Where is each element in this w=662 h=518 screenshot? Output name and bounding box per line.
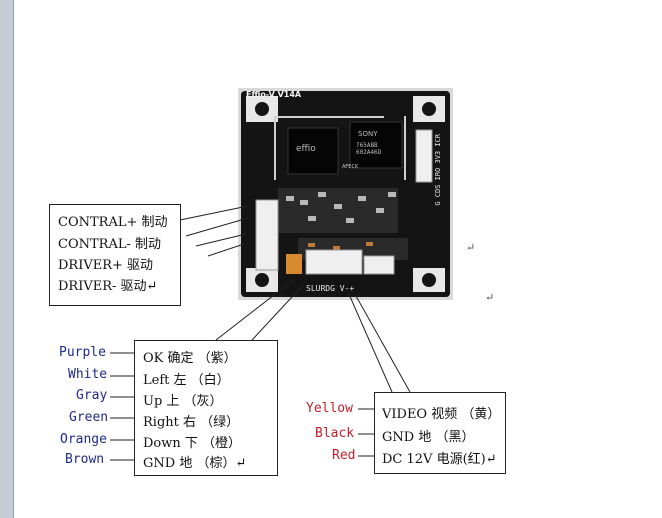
box-line: Up 上 （灰） <box>143 394 223 409</box>
motor-control-box <box>49 204 181 306</box>
board-bottom-pin-label: SLURDG V-+ <box>306 284 355 293</box>
wire-color-label: Green <box>69 410 109 425</box>
return-mark: ↵ <box>466 241 476 254</box>
box-line: DRIVER- 驱动↵ <box>58 279 158 294</box>
wire-color-label: Yellow <box>306 401 353 416</box>
wire-color-label: Red <box>332 448 356 463</box>
box-line: GND 地 （棕）↵ <box>143 456 247 471</box>
chip-effio-label: effio <box>296 144 316 154</box>
wire-color-label: Black <box>315 426 355 441</box>
page-margin-bar <box>0 0 13 518</box>
page-margin-line <box>13 0 14 518</box>
box-line: OK 确定 （紫） <box>143 351 237 366</box>
box-line: Down 下 （橙） <box>143 436 242 451</box>
pcb-drawing <box>238 88 453 300</box>
box-line: Left 左 （白） <box>143 373 230 388</box>
wire-color-label: Brown <box>65 452 105 467</box>
wire-color-label: White <box>68 367 108 382</box>
box-line: GND 地 （黑） <box>382 430 475 445</box>
box-line: DRIVER+ 驱动 <box>58 258 154 273</box>
camera-pcb-board: Effio-V V14A SLURDG V-+ G CDS IRO 3V3 IC… <box>238 88 453 300</box>
wire-color-label: Purple <box>59 345 106 360</box>
power-video-box <box>374 392 506 474</box>
box-line: VIDEO 视频 （黄） <box>382 407 501 422</box>
box-line: CONTRAL+ 制动 <box>58 215 168 230</box>
wire-color-label: Orange <box>60 432 107 447</box>
chip-sony-code: 765ABB 602A46D <box>356 142 382 156</box>
box-line: CONTRAL- 制动 <box>58 237 161 252</box>
board-model-label: Effio-V V14A <box>246 90 302 99</box>
box-line: Right 右 （绿） <box>143 415 240 430</box>
small-silkscreen-text: AFECK <box>342 164 359 170</box>
return-mark: ↵ <box>485 291 495 304</box>
osd-buttons-box <box>134 340 278 476</box>
box-line: DC 12V 电源(红)↵ <box>382 452 497 467</box>
chip-sony-label: SONY <box>358 130 378 138</box>
wire-color-label: Gray <box>76 388 108 403</box>
